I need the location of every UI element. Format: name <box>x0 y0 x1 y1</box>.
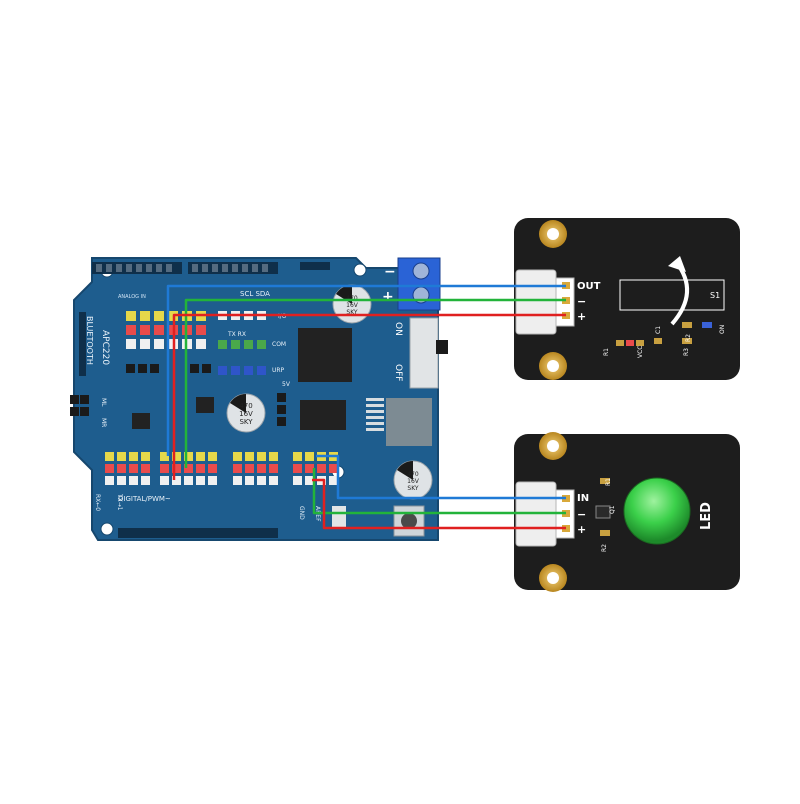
svg-text:Q1: Q1 <box>609 505 616 514</box>
ic-chip-small-2 <box>196 397 214 413</box>
label-apc220: APC220 <box>100 330 110 365</box>
top-connector <box>515 269 557 335</box>
svg-text:SKY: SKY <box>407 485 419 492</box>
label-mr: MR <box>100 418 107 427</box>
svg-text:R3: R3 <box>683 348 690 356</box>
top-label-out: OUT <box>577 281 601 292</box>
label-gnd: GND <box>298 506 305 520</box>
green-led <box>623 477 691 545</box>
svg-text:−: − <box>384 264 396 280</box>
power-terminal-block: − + <box>382 257 441 311</box>
regulator <box>386 398 432 446</box>
label-rx: RX←0 <box>94 494 101 511</box>
top-label-s1: S1 <box>710 291 720 300</box>
svg-text:470: 470 <box>346 295 358 302</box>
label-5v: 5V <box>282 381 291 388</box>
label-bluetooth: BLUETOOTH <box>85 316 94 365</box>
label-urp: URP <box>272 367 285 374</box>
wires <box>166 284 566 530</box>
wire-blue-out <box>166 284 566 456</box>
svg-text:OFF: OFF <box>393 364 403 381</box>
svg-text:16V: 16V <box>239 410 253 418</box>
svg-text:R2: R2 <box>601 544 608 552</box>
svg-text:470: 470 <box>407 471 419 478</box>
label-analog-in: ANALOG IN <box>118 294 146 300</box>
bottom-label-plus: + <box>577 523 586 536</box>
svg-text:C1: C1 <box>655 326 662 334</box>
label-tx: TX→1 <box>116 493 123 511</box>
ic-chip-main <box>298 328 352 382</box>
svg-text:SKY: SKY <box>346 309 358 316</box>
label-tx-rx: TX RX <box>227 331 246 338</box>
rotation-sensor-module: OUT − + S1 R1 VCC C1 R2 R3 ON <box>514 218 740 380</box>
svg-text:ON: ON <box>719 325 726 334</box>
svg-text:R1: R1 <box>603 348 610 356</box>
capacitor-2: 470 16V SKY <box>226 393 266 433</box>
ic-chip-small-3 <box>300 400 346 430</box>
label-digital-pwm: DIGITAL/PWM~ <box>118 495 171 503</box>
ic-chip-small-1 <box>132 413 150 429</box>
bottom-label-led: LED <box>699 502 714 530</box>
svg-text:470: 470 <box>239 402 252 410</box>
bottom-label-minus: − <box>577 508 586 521</box>
capacitor-1: 470 16V SKY <box>332 284 372 324</box>
svg-text:SKY: SKY <box>239 418 253 426</box>
svg-text:+: + <box>382 289 394 305</box>
top-label-plus: + <box>577 310 586 323</box>
svg-text:16V: 16V <box>346 302 359 309</box>
wire-red-bottom <box>312 478 566 530</box>
wire-blue-in <box>316 454 566 500</box>
bottom-label-in: IN <box>577 493 589 504</box>
reset-button[interactable] <box>393 505 425 537</box>
wire-green-top <box>184 298 566 468</box>
label-ml: ML <box>100 398 107 407</box>
power-switch[interactable]: ON OFF <box>393 317 448 389</box>
top-label-minus: − <box>577 295 586 308</box>
svg-text:ON: ON <box>393 322 403 336</box>
wire-green-bottom <box>312 468 566 515</box>
label-scl-sda: SCL SDA <box>240 290 270 298</box>
svg-text:R1: R1 <box>605 478 612 486</box>
label-com: COM <box>272 341 286 348</box>
capacitor-3: 470 16V SKY <box>393 460 433 500</box>
wire-red-top <box>172 313 566 480</box>
svg-text:16V: 16V <box>407 478 420 485</box>
svg-text:R2: R2 <box>685 334 692 342</box>
io-expansion-shield: ANALOG IN SCL SDA I/O APC220 BLUETOOTH <box>70 257 448 541</box>
label-io: I/O <box>278 313 287 320</box>
svg-text:VCC: VCC <box>637 346 644 358</box>
